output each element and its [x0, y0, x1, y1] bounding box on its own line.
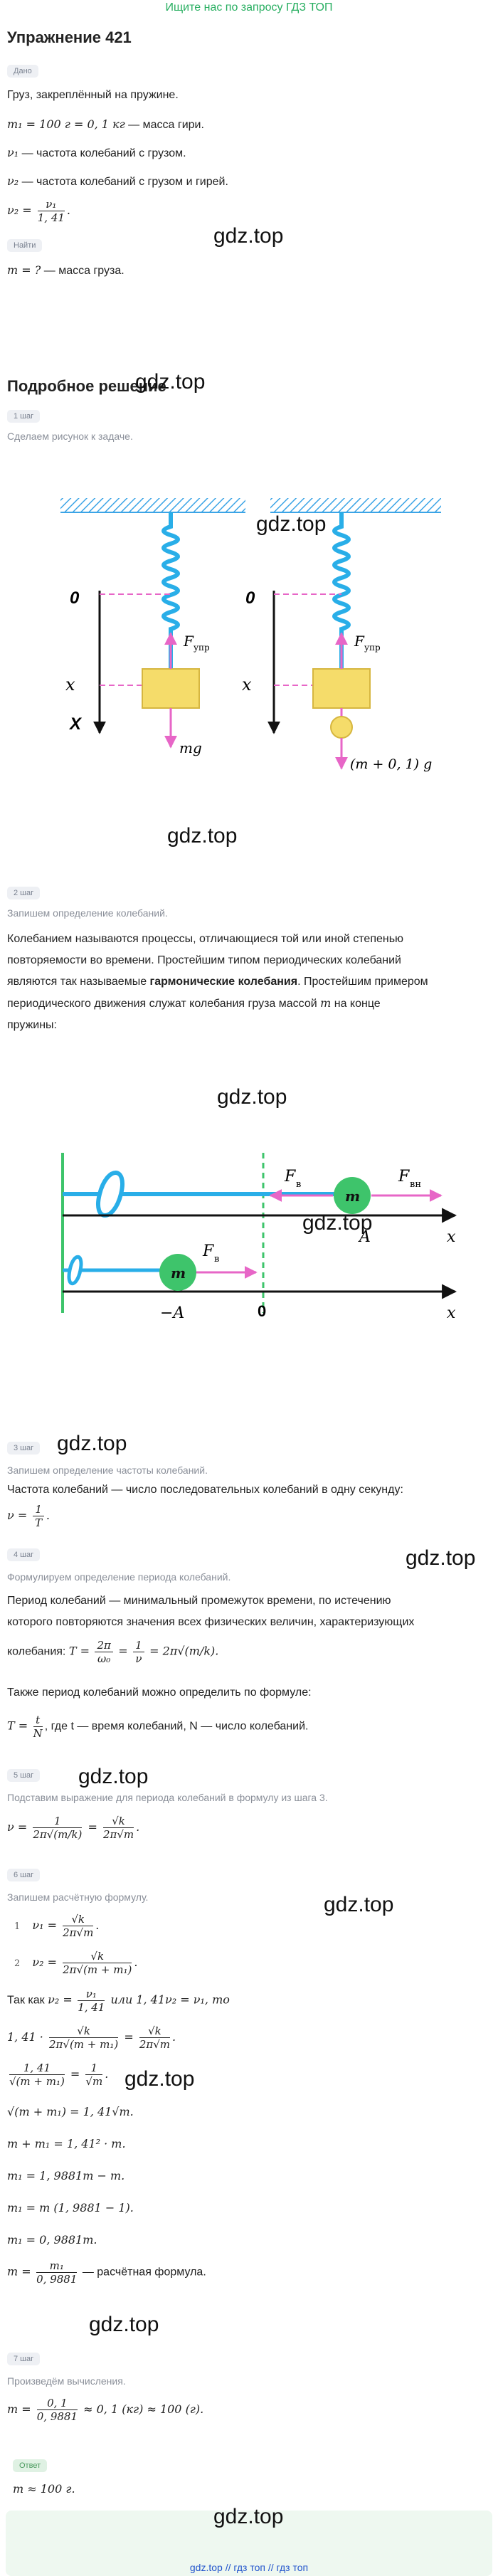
ad-banner[interactable]: Ищите нас по запросу ГДЗ ТОП [165, 1, 333, 14]
label-zero: 0 [258, 1302, 266, 1320]
given-line-3: ν₁ — частота колебаний с грузом. [7, 146, 186, 159]
step5-tag: 5 шаг [7, 1768, 41, 1782]
watermark: gdz.top [324, 1893, 394, 1916]
ball-top [334, 1177, 371, 1214]
footer-links[interactable]: gdz.top // гдз топ // гдз топ [189, 2562, 309, 2573]
label-fv-sub-top: в [296, 1179, 301, 1190]
label-fv-top: F [284, 1168, 296, 1186]
watermark: gdz.top [167, 824, 238, 848]
label-m01g: (m + 0, 1) g [350, 756, 432, 772]
watermark: gdz.top [89, 2313, 159, 2336]
spring-right [332, 512, 351, 669]
step7-tag: 7 шаг [7, 2352, 41, 2365]
step6-r2: 1, 41√(m + m₁) = 1√m. [9, 2062, 109, 2088]
label-fupr-left: F [183, 633, 194, 650]
step6-tag: 6 шаг [7, 1868, 41, 1881]
watermark: gdz.top [78, 1765, 149, 1788]
label-A: A [358, 1228, 371, 1246]
label-zero-right: 0 [245, 588, 255, 608]
spring-figure-1: 0 x X F упр mg 0 x F упр (m + 0, 1) g [60, 498, 441, 772]
label-x-left: x [65, 675, 75, 695]
ceiling-hatch-right [270, 498, 441, 512]
step3-note: Запишем определение частоты колебаний. [7, 1464, 208, 1476]
spring-compressed [63, 1255, 160, 1286]
ball-bottom [159, 1254, 196, 1291]
label-fv-sub-bottom: в [214, 1254, 219, 1265]
extra-weight [330, 716, 353, 739]
step6-r3: √(m + m₁) = 1, 41√m. [7, 2105, 134, 2118]
watermark: gdz.top [124, 2067, 195, 2091]
step4-tag: 4 шаг [7, 1548, 41, 1561]
answer-tag: Ответ [13, 2459, 48, 2472]
given-line-1: Груз, закреплённый на пружине. [7, 89, 179, 101]
oscillation-figure: m F в F вн A x m F в −A 0 x [61, 1153, 457, 1322]
step6-note: Запишем расчётную формулу. [7, 1891, 149, 1903]
solution-heading: Подробное решение [7, 377, 166, 395]
label-x-right: x [242, 675, 252, 695]
label-m-bottom: m [171, 1265, 186, 1282]
page-title: Упражнение 421 [7, 28, 132, 46]
label-zero-left: 0 [70, 588, 80, 608]
label-fv-bottom: F [202, 1242, 214, 1260]
watermark: gdz.top [213, 2505, 284, 2528]
spring-left [161, 512, 180, 669]
step4-note: Формулируем определение периода колебани… [7, 1571, 231, 1583]
label-fvn: F [398, 1168, 410, 1186]
label-x-bottom: x [447, 1304, 456, 1322]
step2-tag: 2 шаг [7, 886, 41, 899]
step2-note: Запишем определение колебаний. [7, 907, 168, 919]
step1-note: Сделаем рисунок к задаче. [7, 431, 133, 442]
step6-r4: m + m₁ = 1, 41² · m. [7, 2137, 126, 2150]
step4-paragraph: Период колебаний — минимальный промежуто… [7, 1595, 415, 1628]
answer-box [6, 2511, 492, 2576]
step2-paragraph: Колебанием называются процессы, отличающ… [7, 933, 428, 1031]
block-right [312, 668, 371, 709]
given-line-2: m₁ = 100 г = 0, 1 кг — масса гири. [7, 117, 204, 131]
watermark: gdz.top [57, 1432, 127, 1455]
watermark: gdz.top [135, 370, 206, 394]
step6-r7: m₁ = 0, 9881m. [7, 2233, 97, 2247]
label-fupr-right: F [354, 633, 365, 650]
label-mg: mg [179, 739, 202, 756]
label-m-top: m [345, 1188, 360, 1205]
step7-note: Произведём вычисления. [7, 2375, 126, 2387]
label-minus-A: −A [160, 1304, 184, 1322]
watermark: gdz.top [406, 1546, 476, 1570]
find-tag: Найти [7, 238, 43, 252]
watermark: gdz.top [213, 224, 284, 248]
given-line-4: ν₂ — частота колебаний с грузом и гирей. [7, 174, 228, 188]
step4-line-4: Также период колебаний можно определить … [7, 1686, 312, 1699]
step6-r5: m₁ = 1, 9881m − m. [7, 2169, 125, 2182]
label-fupr-sub-left: упр [194, 643, 210, 653]
step3-definition: Частота колебаний — число последовательн… [7, 1484, 403, 1496]
ceiling-hatch-left [60, 498, 245, 512]
given-tag: Дано [7, 64, 38, 78]
step5-note: Подставим выражение для периода колебани… [7, 1792, 328, 1803]
step3-tag: 3 шаг [7, 1441, 41, 1455]
answer-text: m ≈ 100 г. [13, 2482, 75, 2496]
label-x-top: x [447, 1228, 456, 1246]
watermark: gdz.top [256, 512, 327, 536]
find-line: m = ? — масса груза. [7, 263, 124, 277]
label-X-left: X [68, 714, 83, 734]
label-fupr-sub-right: упр [364, 643, 381, 653]
step6-r6: m₁ = m (1, 9881 − 1). [7, 2201, 134, 2215]
watermark: gdz.top [217, 1085, 287, 1109]
step1-tag: 1 шаг [7, 409, 41, 423]
label-fvn-sub: вн [410, 1179, 421, 1190]
block-left [142, 668, 200, 709]
